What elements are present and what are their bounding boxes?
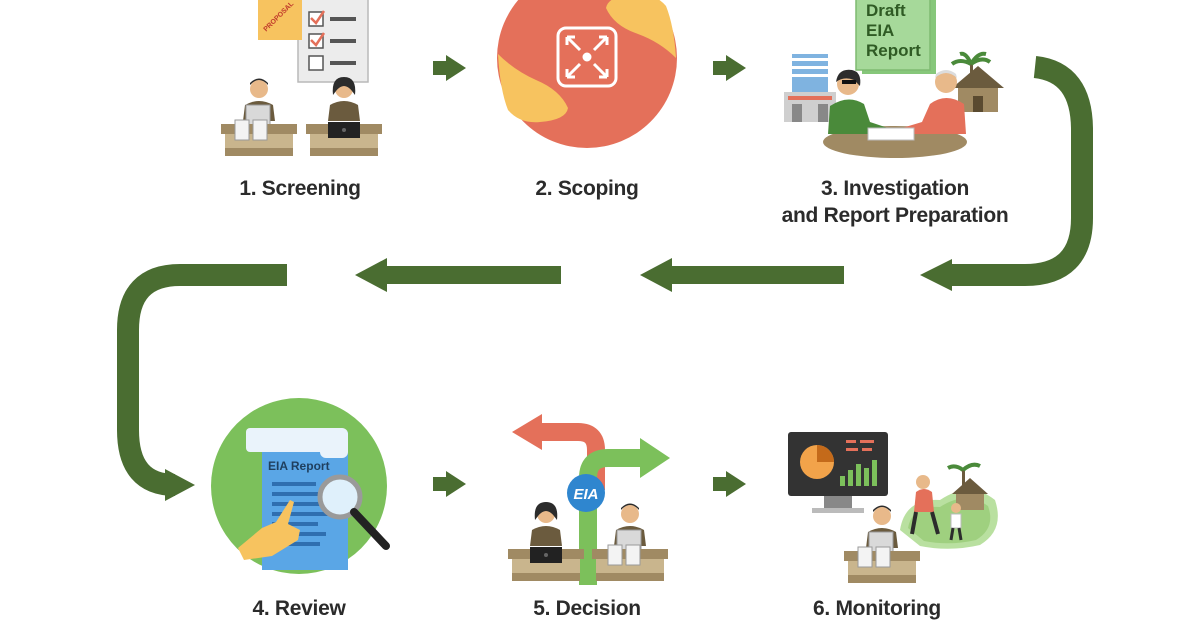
monitoring-desk <box>844 546 920 583</box>
review-icon: EIA Report <box>211 398 390 574</box>
decision-illustration: EIA <box>508 414 670 585</box>
step-label-investigation-line1: 3. Investigation <box>820 177 970 200</box>
decision-desk-left <box>508 547 584 581</box>
step-label-monitoring: 6. Monitoring <box>813 597 941 620</box>
step-label-scoping: 2. Scoping <box>535 177 639 200</box>
screening-desk-right <box>306 122 382 156</box>
monitoring-person <box>866 505 898 553</box>
monitoring-walker <box>910 475 940 535</box>
monitor-dashboard-icon <box>788 432 888 513</box>
magnifier-icon <box>317 474 390 550</box>
step-label-investigation-line2: and Report Preparation <box>781 204 1009 227</box>
eia-badge: EIA <box>567 474 605 512</box>
review-doc-title: EIA Report <box>268 459 330 473</box>
eia-badge-text: EIA <box>573 486 598 503</box>
arrow-curve-left <box>117 264 287 501</box>
arrow-curve-right <box>920 56 1093 291</box>
decision-red-arrow <box>512 414 605 490</box>
arrow-scoping-to-investigation <box>713 55 746 81</box>
arrow-screening-to-scoping <box>433 55 466 81</box>
proposal-note: PROPOSAL <box>258 0 302 40</box>
screening-person-right <box>328 77 360 121</box>
screening-desk-left <box>221 119 297 156</box>
screening-illustration: PROPOSAL <box>221 0 382 156</box>
step-label-review: 4. Review <box>252 597 346 620</box>
step-label-investigation: 3. Investigation and Report Preparation <box>745 175 1045 229</box>
draft-eia-report-doc: Draft EIA Report <box>855 0 936 74</box>
building-icon <box>784 54 836 122</box>
arrow-return-segment-2 <box>355 258 561 292</box>
checklist-icon <box>297 0 369 83</box>
arrow-review-to-decision <box>433 471 466 497</box>
report-preparation-illustration: Draft EIA Report <box>784 0 1004 158</box>
flow-arrows <box>117 55 1093 501</box>
arrow-decision-to-monitoring <box>713 471 746 497</box>
step-label-decision: 5. Decision <box>533 597 641 620</box>
investigation-person-left <box>828 69 888 134</box>
scope-frame-icon <box>556 26 618 88</box>
draft-eia-text: EIA <box>866 21 894 40</box>
decision-desk-right <box>592 544 668 581</box>
step-label-screening: 1. Screening <box>239 177 361 200</box>
decision-person-right <box>614 503 646 551</box>
arrow-return-segment-1 <box>640 258 844 292</box>
decision-person-left <box>530 502 562 546</box>
draft-text: Draft <box>866 1 906 20</box>
investigation-person-right <box>902 70 966 134</box>
scoping-icon <box>497 0 677 148</box>
monitoring-illustration <box>788 432 998 583</box>
draft-report-text: Report <box>866 41 921 60</box>
screening-person-left <box>243 78 275 126</box>
monitoring-child <box>949 503 963 541</box>
huts-icon <box>950 51 1004 112</box>
pointing-hand-icon <box>238 500 300 560</box>
